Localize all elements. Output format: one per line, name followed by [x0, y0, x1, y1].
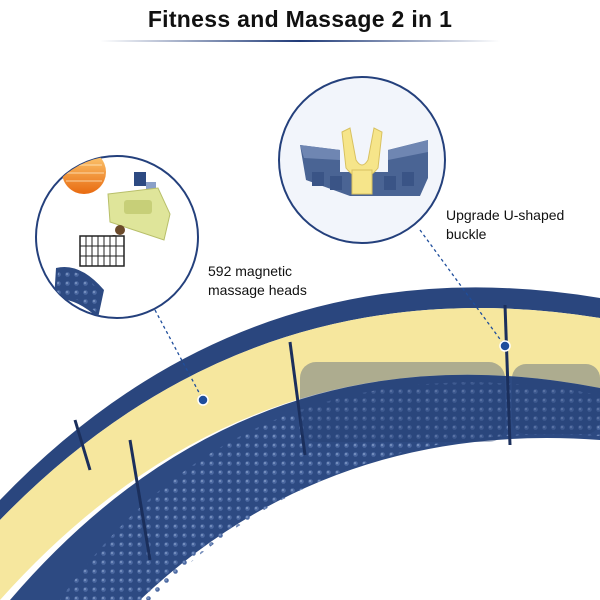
hoop-ring: [0, 287, 600, 600]
callout-leaders: [154, 229, 511, 406]
title-underline: [100, 40, 500, 42]
hoop-yellow-band: [0, 308, 600, 600]
hoop-outer-band: [0, 287, 600, 520]
callout-u-buckle: Upgrade U-shaped buckle: [446, 207, 565, 242]
marker-buckle: [499, 340, 511, 352]
massage-bumps: [60, 382, 600, 600]
massage-head-inset: [35, 155, 199, 319]
callout-massage-heads: 592 magnetic massage heads: [208, 263, 307, 298]
u-buckle-inset: [278, 76, 446, 244]
marker-heads: [197, 394, 209, 406]
page-title: Fitness and Massage 2 in 1: [147, 6, 453, 32]
